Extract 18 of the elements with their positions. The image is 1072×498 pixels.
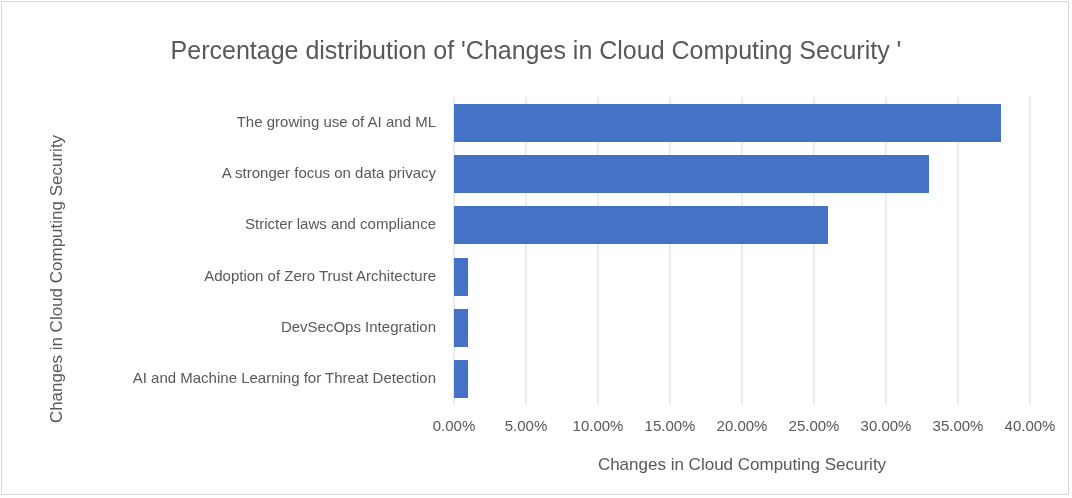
category-label: AI and Machine Learning for Threat Detection bbox=[132, 369, 436, 387]
tick-label: 20.00% bbox=[715, 417, 769, 434]
tick-label: 40.00% bbox=[1003, 417, 1057, 434]
tick-label: 5.00% bbox=[503, 417, 549, 434]
tick-label: 10.00% bbox=[571, 417, 625, 434]
category-label: Adoption of Zero Trust Architecture bbox=[204, 266, 436, 284]
category-label: The growing use of AI and ML bbox=[236, 112, 436, 130]
axis-title: Changes in Cloud Computing Security bbox=[596, 455, 888, 475]
category-label: A stronger focus on data privacy bbox=[221, 164, 436, 181]
tick-label: 35.00% bbox=[931, 417, 985, 434]
category-label: Stricter laws and compliance bbox=[245, 215, 436, 233]
chart-title: Percentage distribution of 'Changes in Cloud Computing Security ' bbox=[169, 36, 903, 65]
tick-label: 15.00% bbox=[643, 417, 697, 434]
tick-label: 0.00% bbox=[431, 417, 477, 434]
category-label: DevSecOps Integration bbox=[280, 318, 436, 335]
axis-title: Changes in Cloud Computing Security bbox=[47, 134, 67, 424]
tick-label: 25.00% bbox=[787, 417, 841, 434]
tick-label: 30.00% bbox=[859, 417, 913, 434]
